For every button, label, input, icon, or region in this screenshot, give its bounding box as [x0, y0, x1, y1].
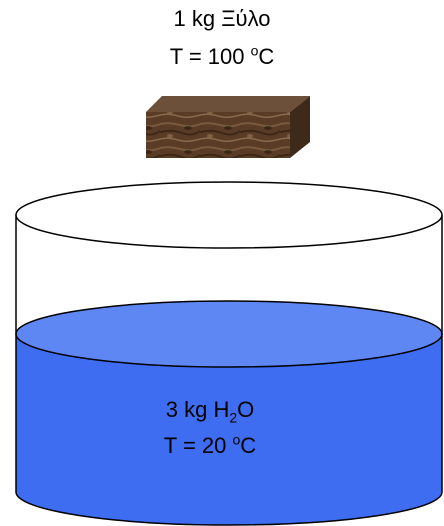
wood-temp-unit: C: [258, 44, 275, 69]
water: [15, 300, 443, 525]
wood-temp-value: T = 100: [169, 44, 251, 69]
water-formula-h: H: [213, 397, 230, 422]
wood-block-front: [146, 112, 290, 158]
wood-block-side: [290, 96, 310, 158]
wood-block: [146, 96, 310, 158]
water-formula-subscript: 2: [229, 409, 238, 426]
wood-mass: 1 kg: [173, 6, 216, 31]
water-temperature-label: T = 20 oC: [120, 433, 300, 459]
water-surface: [15, 300, 443, 368]
container-bottom: [15, 491, 443, 526]
container: [15, 181, 443, 526]
water-degree-symbol: o: [232, 431, 241, 448]
water-mass: 3 kg: [165, 397, 208, 422]
container-rim: [15, 181, 443, 249]
wood-temperature-label: T = 100 oC: [132, 44, 312, 70]
wood-mass-label: 1 kg Ξύλο: [132, 6, 312, 32]
water-formula-o: O: [237, 397, 255, 422]
water-temp-value: T = 20: [163, 433, 233, 458]
water-mass-label: 3 kg H2O: [120, 397, 300, 426]
water-temp-unit: C: [240, 433, 257, 458]
wood-block-top: [146, 96, 310, 112]
water-body: [16, 334, 442, 525]
wood-material: Ξύλο: [221, 6, 271, 31]
wood-degree-symbol: o: [250, 42, 259, 59]
